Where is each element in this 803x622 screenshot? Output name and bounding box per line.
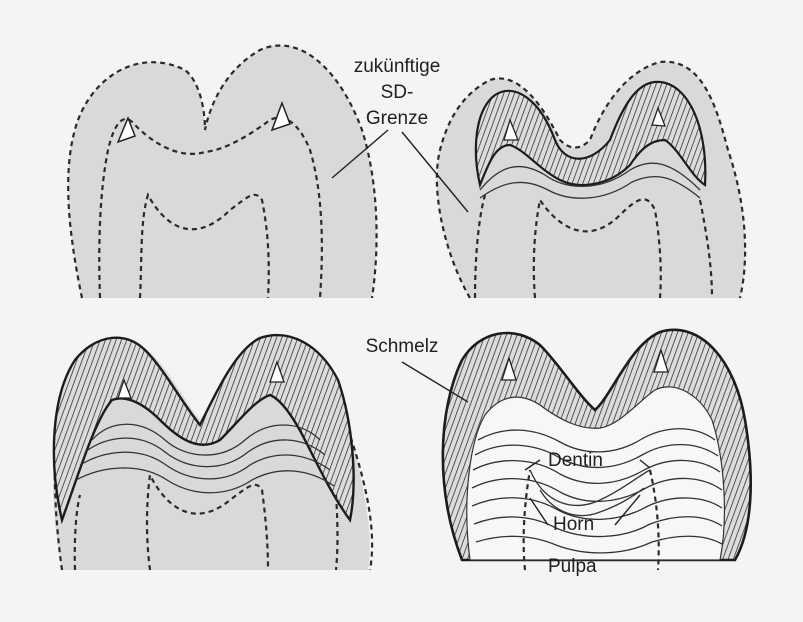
label-pulp: Pulpa <box>548 556 597 577</box>
label-future-boundary-line2: SD- <box>381 82 414 103</box>
label-future-boundary-line3: Grenze <box>366 108 428 129</box>
label-future-boundary-line1: zukünftige <box>354 56 441 77</box>
label-enamel: Schmelz <box>366 336 439 357</box>
label-dentin: Dentin <box>548 450 603 471</box>
stage-1-tooth-germ <box>68 46 376 298</box>
label-horn: Horn <box>553 514 594 535</box>
stage-2-early-dentin <box>437 62 745 298</box>
stage-3-enamel-dentin-growth <box>53 335 372 570</box>
